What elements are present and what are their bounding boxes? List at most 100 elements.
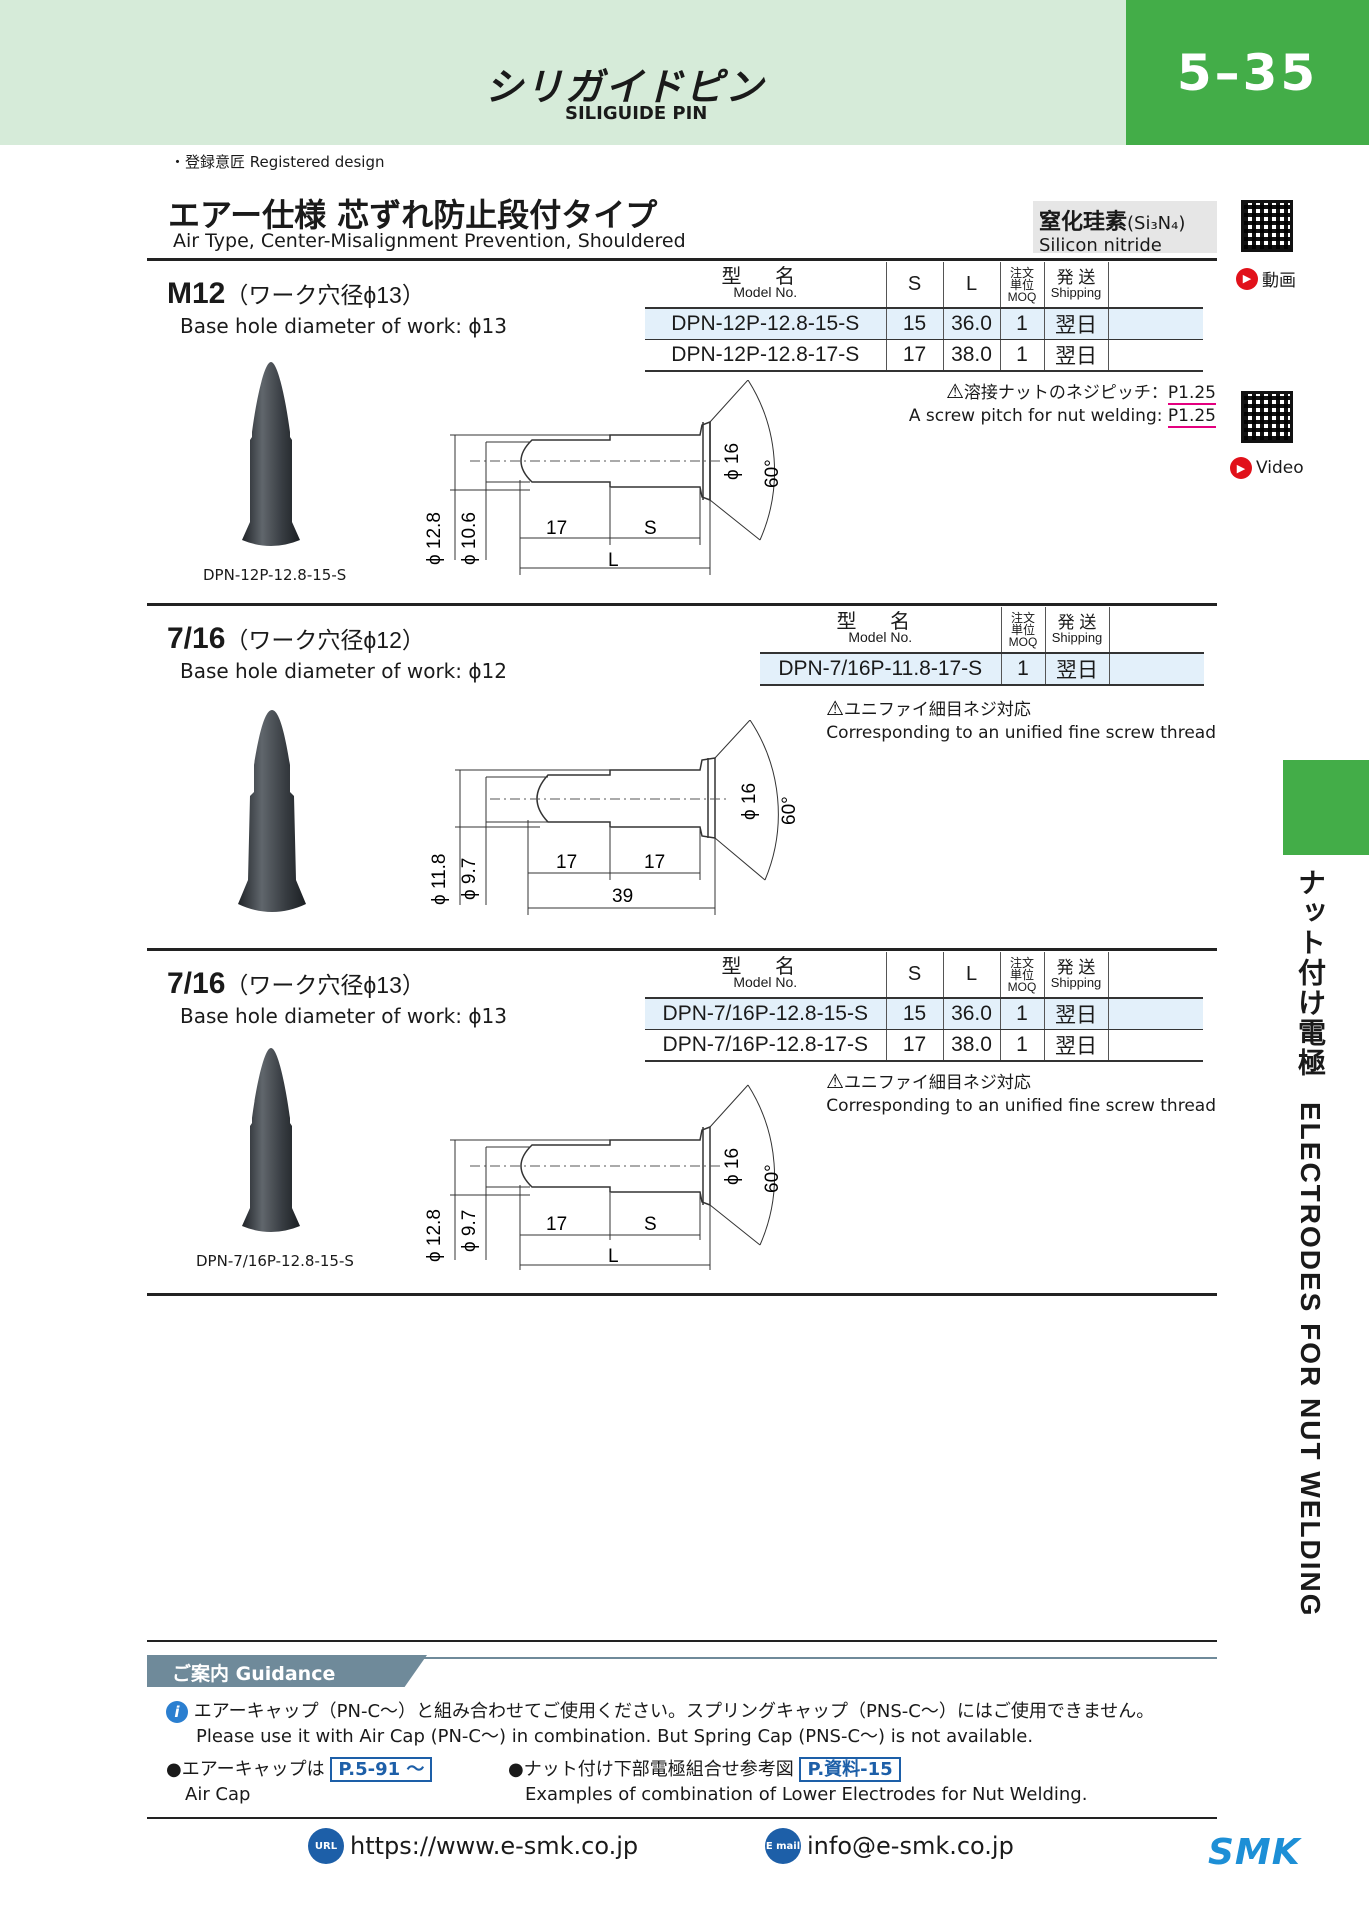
product-name-en: SILIGUIDE PIN xyxy=(565,103,708,124)
warning-icon: ⚠ xyxy=(826,696,844,720)
side-tab xyxy=(1283,760,1369,855)
section-heading-thread: M12 xyxy=(167,277,226,310)
cell-model: DPN-7/16P-12.8-15-S xyxy=(645,998,886,1030)
cell-ship: 翌日 xyxy=(1043,1029,1108,1062)
video-link-en[interactable]: ▶ Video xyxy=(1230,457,1304,479)
dimension-drawing: 17 17 39 ϕ 11.8 ϕ 9.7 ϕ 16 60° xyxy=(429,720,800,915)
dim-a: 17 xyxy=(546,1214,567,1235)
cell-blank xyxy=(1107,1029,1203,1062)
col-moq-jp2: 単位 xyxy=(1009,277,1034,292)
guidance-title: ご案内 Guidance xyxy=(147,1655,427,1687)
cell-moq: 1 xyxy=(1000,653,1045,686)
cell-moq: 1 xyxy=(999,339,1044,372)
col-ship-jp: 発 送 xyxy=(1056,267,1096,287)
material-en: Silicon nitride xyxy=(1039,235,1162,256)
note-jp: ユニファイ細目ネジ対応 xyxy=(843,1073,1031,1093)
email-link[interactable]: info@e-smk.co.jp xyxy=(807,1832,1014,1860)
note-en: Corresponding to an unified fine screw t… xyxy=(826,1096,1216,1116)
section-heading: 7/16（ワーク穴径ϕ13） xyxy=(167,966,425,1001)
video-link-jp[interactable]: ▶ 動画 xyxy=(1236,266,1296,291)
video-label-en: Video xyxy=(1256,458,1304,478)
col-ship-en: Shipping xyxy=(1051,629,1103,645)
dimension-drawing: 17 S L ϕ 12.8 ϕ 9.7 ϕ 16 60° xyxy=(424,1084,783,1270)
cell-model: DPN-7/16P-11.8-17-S xyxy=(760,653,1001,686)
col-moq-jp2: 単位 xyxy=(1009,967,1034,982)
dim-a: 17 xyxy=(546,518,567,539)
section-rule xyxy=(147,1293,1217,1296)
col-moq-en: MOQ xyxy=(1008,634,1038,649)
table-row[interactable]: DPN-7/16P-12.8-15-S 15 36.0 1 翌日 xyxy=(645,998,1203,1030)
examples-page-link[interactable]: P.資料-15 xyxy=(799,1757,901,1782)
pin-photo-svg xyxy=(242,362,300,546)
col-model-en: Model No. xyxy=(733,283,798,300)
guidance-line-jp: i エアーキャップ（PN-C〜）と組み合わせてご使用ください。スプリングキャップ… xyxy=(166,1700,1154,1723)
guidance-examples: ●ナット付け下部電極組合せ参考図 P.資料-15 xyxy=(508,1757,901,1782)
material-jp: 窒化珪素 xyxy=(1039,210,1128,235)
section-rule xyxy=(147,948,1217,951)
cell-moq: 1 xyxy=(999,998,1044,1030)
cell-model: DPN-12P-12.8-15-S xyxy=(645,308,886,340)
footer-url[interactable]: URL https://www.e-smk.co.jp xyxy=(308,1828,638,1864)
table-row[interactable]: DPN-12P-12.8-15-S 15 36.0 1 翌日 xyxy=(645,308,1203,340)
dimension-drawing: 17 S L ϕ 12.8 ϕ 10.6 ϕ 16 60° xyxy=(424,380,783,575)
pin-photo-label: DPN-7/16P-12.8-15-S xyxy=(196,1252,354,1270)
product-logo-jp: シリガイドピン xyxy=(485,65,766,109)
cell-s: 17 xyxy=(885,1029,943,1062)
side-category-jp: ナット付け電極 xyxy=(1295,868,1326,1078)
side-category-en: ELECTRODES FOR NUT WELDING xyxy=(1295,1101,1326,1618)
note-en: Corresponding to an unified fine screw t… xyxy=(826,723,1216,743)
col-moq-jp1: 注文 xyxy=(1009,955,1034,970)
cell-s: 17 xyxy=(885,339,943,372)
note-jp-value: P1.25 xyxy=(1167,383,1216,405)
guidance-rule xyxy=(147,1657,1217,1659)
cell-blank xyxy=(1107,339,1203,372)
qr-code-icon[interactable] xyxy=(1241,391,1293,443)
table-row[interactable]: DPN-7/16P-12.8-17-S 17 38.0 1 翌日 xyxy=(645,1029,1203,1062)
guidance-aircap-en: Air Cap xyxy=(185,1784,251,1805)
dim-d-inner: ϕ 9.7 xyxy=(459,1210,480,1252)
col-s: S xyxy=(885,262,943,309)
section-rule xyxy=(147,258,1217,261)
dim-angle: 60° xyxy=(779,796,800,825)
cell-moq: 1 xyxy=(999,1029,1044,1062)
section-subheading: Base hole diameter of work: ϕ13 xyxy=(180,314,507,338)
cell-model: DPN-12P-12.8-17-S xyxy=(645,339,886,372)
website-link[interactable]: https://www.e-smk.co.jp xyxy=(350,1832,639,1860)
aircap-page-link[interactable]: P.5-91 〜 xyxy=(330,1757,433,1782)
section-heading-jp: （ワーク穴径ϕ13） xyxy=(225,282,425,308)
cell-s: 15 xyxy=(885,308,943,340)
cell-model: DPN-7/16P-12.8-17-S xyxy=(645,1029,886,1062)
footer-rule xyxy=(147,1817,1217,1819)
pin-photo-svg xyxy=(242,1048,300,1232)
url-icon: URL xyxy=(308,1828,344,1864)
dim-d-inner: ϕ 10.6 xyxy=(459,512,480,565)
play-icon: ▶ xyxy=(1230,457,1252,479)
cell-ship: 翌日 xyxy=(1043,308,1108,340)
col-blank xyxy=(1107,952,1203,999)
pin-photo xyxy=(228,1048,314,1238)
dim-total: L xyxy=(608,550,619,571)
col-blank xyxy=(1108,607,1204,654)
col-ship-en: Shipping xyxy=(1050,284,1102,300)
dim-angle: 60° xyxy=(762,459,783,488)
qr-code-icon[interactable] xyxy=(1241,200,1293,252)
cell-moq: 1 xyxy=(999,308,1044,340)
guidance-aircap: ●エアーキャップは P.5-91 〜 xyxy=(166,1757,433,1782)
table-row[interactable]: DPN-12P-12.8-17-S 17 38.0 1 翌日 xyxy=(645,339,1203,372)
cell-l: 38.0 xyxy=(942,339,1000,372)
dim-b: 17 xyxy=(644,852,665,873)
col-ship-jp: 発 送 xyxy=(1057,612,1097,632)
section-heading: 7/16（ワーク穴径ϕ12） xyxy=(167,621,425,656)
col-blank xyxy=(1107,262,1203,309)
cell-l: 38.0 xyxy=(942,1029,1000,1062)
table-row[interactable]: DPN-7/16P-11.8-17-S 1 翌日 xyxy=(760,653,1204,686)
email-icon: E mail xyxy=(765,1828,801,1864)
section-heading-thread: 7/16 xyxy=(167,622,226,655)
dim-d-flange: ϕ 16 xyxy=(722,443,743,480)
footer-email[interactable]: E mail info@e-smk.co.jp xyxy=(765,1828,1014,1864)
header-band xyxy=(0,0,1126,145)
col-model-jp: 型 名 xyxy=(721,265,810,288)
guidance-line1-jp: エアーキャップ（PN-C〜）と組み合わせてご使用ください。スプリングキャップ（P… xyxy=(193,1701,1155,1722)
